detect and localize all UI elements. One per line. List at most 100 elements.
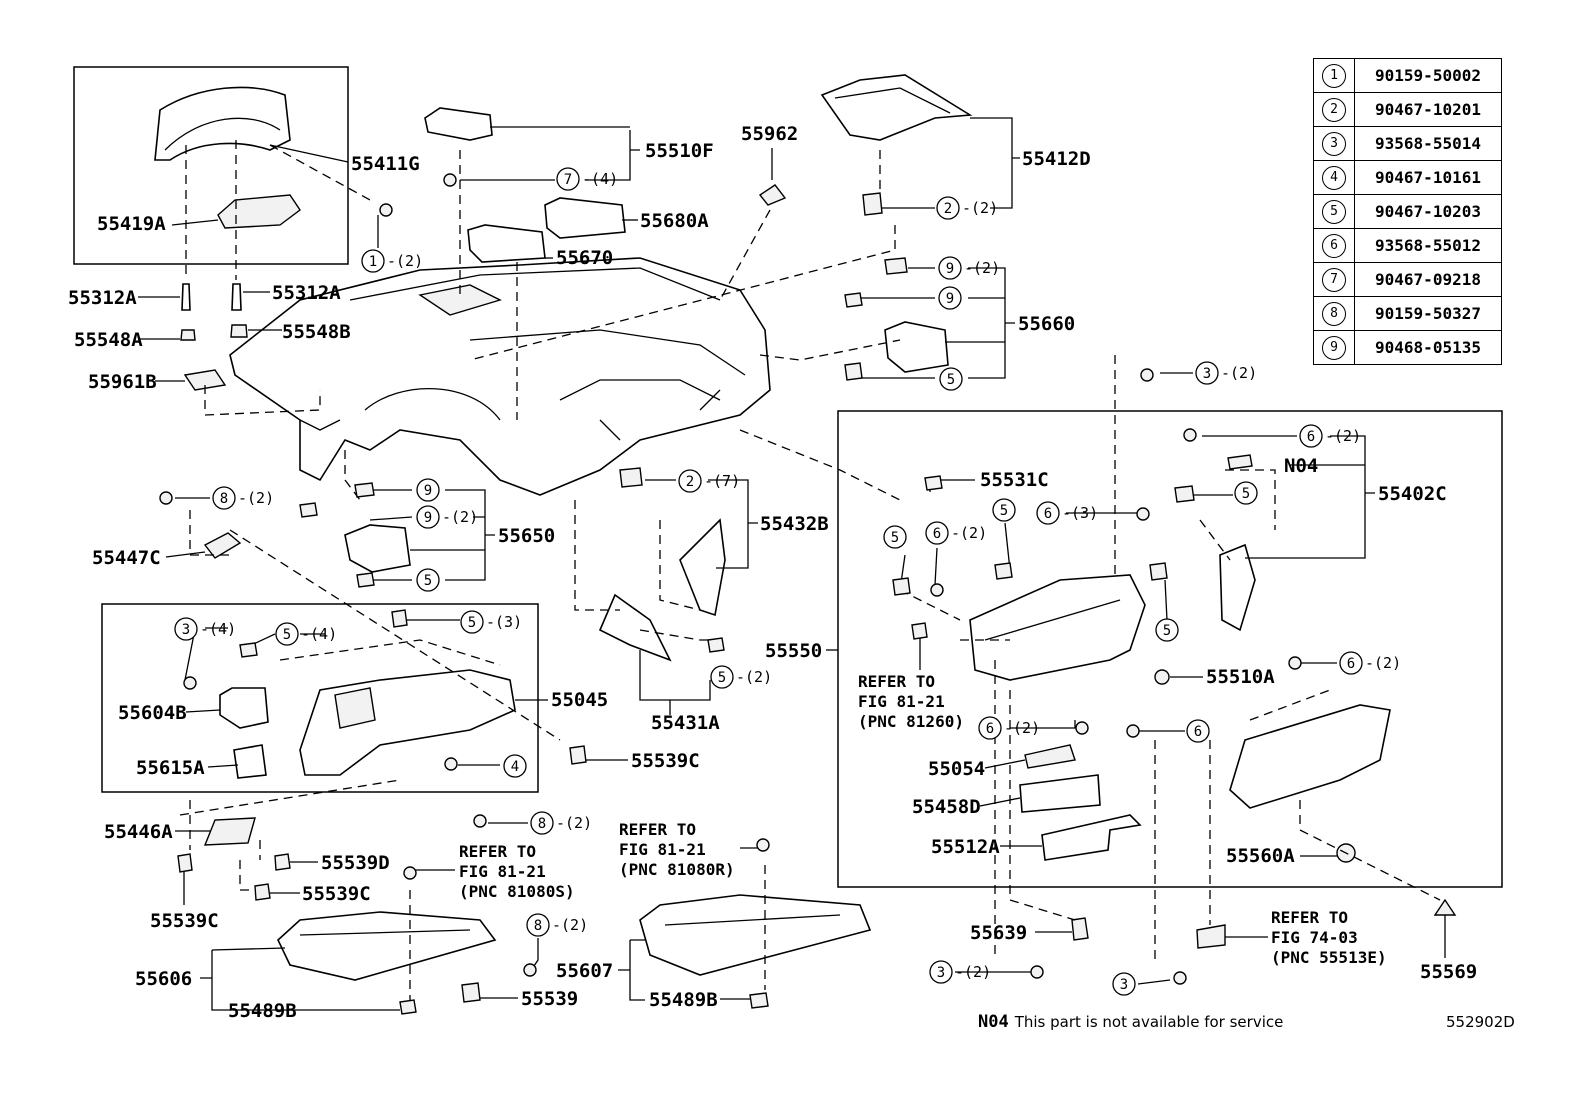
svg-text:6: 6 — [1194, 724, 1202, 740]
callout-9-b: 9 — [938, 286, 962, 310]
label-55560A: 55560A — [1226, 845, 1295, 867]
label-55680A: 55680A — [640, 210, 709, 232]
callout-3-a: 3 -(2) — [1195, 361, 1257, 385]
svg-text:9: 9 — [424, 483, 432, 499]
refer-81260-line2: FIG 81-21 — [858, 692, 945, 711]
callout-8-b: 8-(2) — [530, 811, 592, 835]
svg-text:9: 9 — [946, 291, 954, 307]
svg-text:-(4): -(4) — [200, 620, 236, 638]
footnote-code: N04 — [978, 1012, 1009, 1032]
clip-55489B-left — [399, 999, 417, 1015]
callout-9-a: 9-(2) — [938, 256, 1000, 280]
callout-6-b: 6 -(3) — [1036, 501, 1098, 525]
svg-text:6: 6 — [986, 721, 994, 737]
svg-text:3: 3 — [1203, 366, 1211, 382]
cluster-finish-group-box — [73, 66, 349, 265]
label-55604B: 55604B — [118, 702, 187, 724]
glove-box-frame-55550 — [969, 574, 1146, 681]
label-55548B: 55548B — [282, 321, 351, 343]
callout-6-e: 6 -(2) — [978, 716, 1040, 740]
clip-55312A-left — [181, 283, 191, 311]
cluster-lower-panel — [217, 194, 301, 229]
vent-55650 — [344, 524, 411, 573]
callout-3-d: 3 — [1112, 972, 1136, 996]
callout-5-c: 5 — [416, 568, 440, 592]
side-panel-55432B — [679, 518, 726, 617]
legend-number: 1 — [1322, 63, 1346, 88]
callout-5-g: 5-(4) — [275, 622, 337, 646]
svg-text:-(2): -(2) — [552, 916, 588, 934]
callout-5-e: 5 — [992, 498, 1016, 522]
svg-text:5: 5 — [947, 372, 955, 388]
label-55045: 55045 — [551, 689, 608, 711]
svg-text:9: 9 — [424, 510, 432, 526]
callout-6-a: 6-(2) — [1299, 424, 1361, 448]
svg-text:-(3): -(3) — [486, 613, 522, 631]
vent-55660 — [884, 321, 949, 373]
callout-5-h: 5 -(3) — [460, 610, 522, 634]
legend-number: 8 — [1322, 301, 1346, 326]
svg-text:3: 3 — [1120, 977, 1128, 993]
callout-5-b: 5 — [1234, 481, 1258, 505]
label-55312A-right: 55312A — [272, 282, 341, 304]
label-55962: 55962 — [741, 123, 798, 145]
legend-part-number: 90467-10161 — [1354, 160, 1502, 195]
svg-text:-(3): -(3) — [1062, 504, 1098, 522]
refer-55513E-line3: (PNC 55513E) — [1271, 948, 1387, 967]
svg-text:5: 5 — [891, 530, 899, 546]
label-55510F: 55510F — [645, 140, 714, 162]
lower-cover-55431A — [598, 593, 672, 662]
refer-81080S-line2: FIG 81-21 — [459, 862, 546, 881]
label-55539D: 55539D — [321, 852, 390, 874]
clip-55539C-left — [177, 853, 193, 873]
switch-55604B — [219, 687, 269, 729]
legend-part-number: 93568-55012 — [1354, 228, 1502, 263]
svg-text:5: 5 — [468, 615, 476, 631]
cap-55962 — [758, 184, 787, 206]
vent-55510F-panel — [424, 107, 493, 141]
vent-55446A — [203, 817, 256, 846]
svg-text:-(2): -(2) — [1221, 364, 1257, 382]
clip-55639 — [1071, 917, 1089, 941]
svg-text:9: 9 — [946, 261, 954, 277]
callout-5-d: 5 — [883, 525, 907, 549]
legend-number: 7 — [1322, 267, 1346, 292]
vent-55961B — [183, 369, 227, 391]
svg-text:6: 6 — [1044, 506, 1052, 522]
label-55312A-left: 55312A — [68, 287, 137, 309]
svg-text:5: 5 — [1000, 503, 1008, 519]
legend-number: 5 — [1322, 199, 1346, 224]
plate-55615A — [233, 744, 267, 779]
refer-to-blocks: REFER TO FIG 81-21 (PNC 81260) REFER TO … — [459, 672, 1387, 967]
glove-box-door-55560A-outer — [1229, 704, 1391, 809]
svg-text:6: 6 — [933, 526, 941, 542]
vent-55680A — [544, 197, 626, 239]
clip-55539 — [461, 982, 481, 1003]
callout-1: 1-(2) — [361, 249, 423, 273]
svg-text:-(2): -(2) — [238, 489, 274, 507]
label-55569: 55569 — [1420, 961, 1477, 983]
callout-5-f: 5 — [1155, 618, 1179, 642]
svg-text:-(2): -(2) — [1004, 719, 1040, 737]
svg-text:3: 3 — [182, 622, 190, 638]
label-55539: 55539 — [521, 988, 578, 1010]
svg-text:-(4): -(4) — [582, 170, 618, 188]
label-N04: N04 — [1284, 455, 1318, 477]
svg-text:8: 8 — [220, 491, 228, 507]
callout-2-top: 2-(2) — [936, 196, 998, 220]
svg-text:4: 4 — [511, 759, 519, 775]
legend-part-number: 90468-05135 — [1354, 330, 1502, 365]
label-55650: 55650 — [498, 525, 555, 547]
svg-text:-(2): -(2) — [387, 252, 423, 270]
label-55458D: 55458D — [912, 796, 981, 818]
callout-9-d: 9-(2) — [416, 505, 478, 529]
label-55539C-left: 55539C — [150, 910, 219, 932]
label-55447C: 55447C — [92, 547, 161, 569]
undercover-55606 — [277, 911, 497, 981]
label-55489B-left: 55489B — [228, 1000, 297, 1022]
callouts: 1-(2) 7-(4) 2-(2) 9-(2) 9 5 3-(2) 6-(2) … — [174, 167, 1401, 996]
